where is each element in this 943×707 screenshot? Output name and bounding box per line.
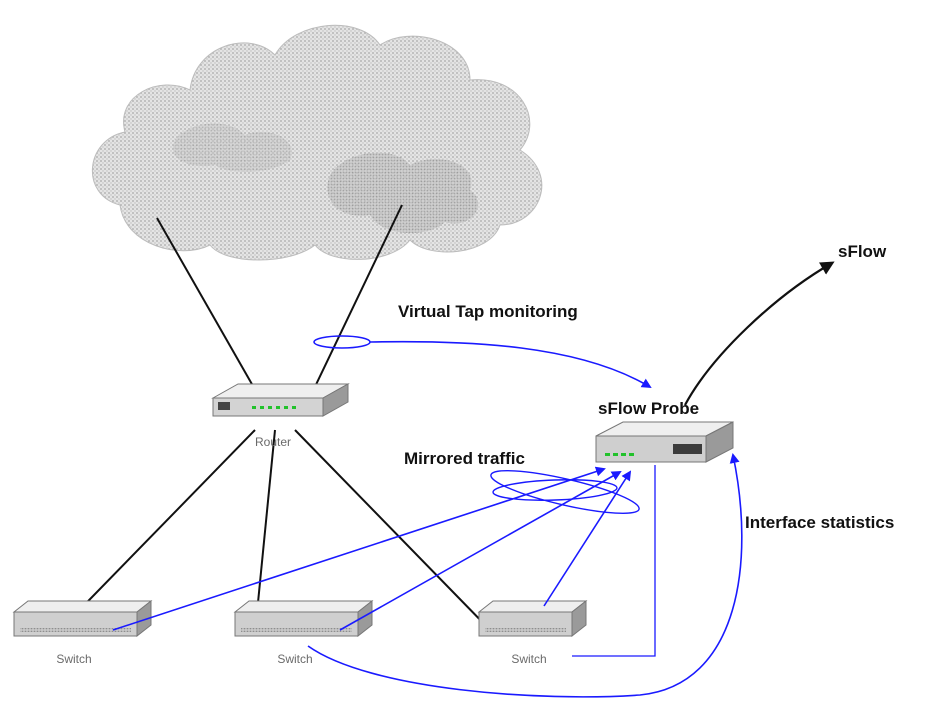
mirror-arrow-switch2 [339,471,622,631]
mirrored-ellipse-b [492,479,618,501]
cloud-router-link-left [156,217,258,394]
router-switch2-link [254,429,276,634]
router-label: Router [255,435,291,449]
switch-3-device [477,599,588,638]
virtual-tap-ellipse [313,335,371,349]
virtual-tap-label: Virtual Tap monitoring [398,302,578,321]
sflow-output-arrow [684,261,835,406]
switch-2-device [233,599,374,638]
cloud-router-link-right [311,204,403,394]
sflow-probe-label: sFlow Probe [598,399,699,418]
sflow-probe-device [595,421,734,463]
interface-stats-label: Interface statistics [745,513,894,532]
switch-1-device [12,599,153,638]
probe-leds [605,453,634,456]
switch-1-label: Switch [56,652,91,666]
router-leds [252,406,296,409]
router-device [211,383,350,417]
virtual-tap-arrow [369,340,652,389]
mirror-arrow-switch3 [543,470,632,607]
interface-stats-arrow [307,453,743,698]
router-switch1-link [56,429,256,634]
mirror-arrow-switch1 [112,466,606,631]
probe-monitor-link [572,465,656,657]
router-switch3-link [294,429,494,634]
mirrored-ellipse-a [490,470,640,514]
internet-cloud [92,24,543,261]
switch-2-label: Switch [277,652,312,666]
sflow-output-label: sFlow [838,242,887,261]
mirrored-traffic-label: Mirrored traffic [404,449,525,468]
switch-3-label: Switch [511,652,546,666]
